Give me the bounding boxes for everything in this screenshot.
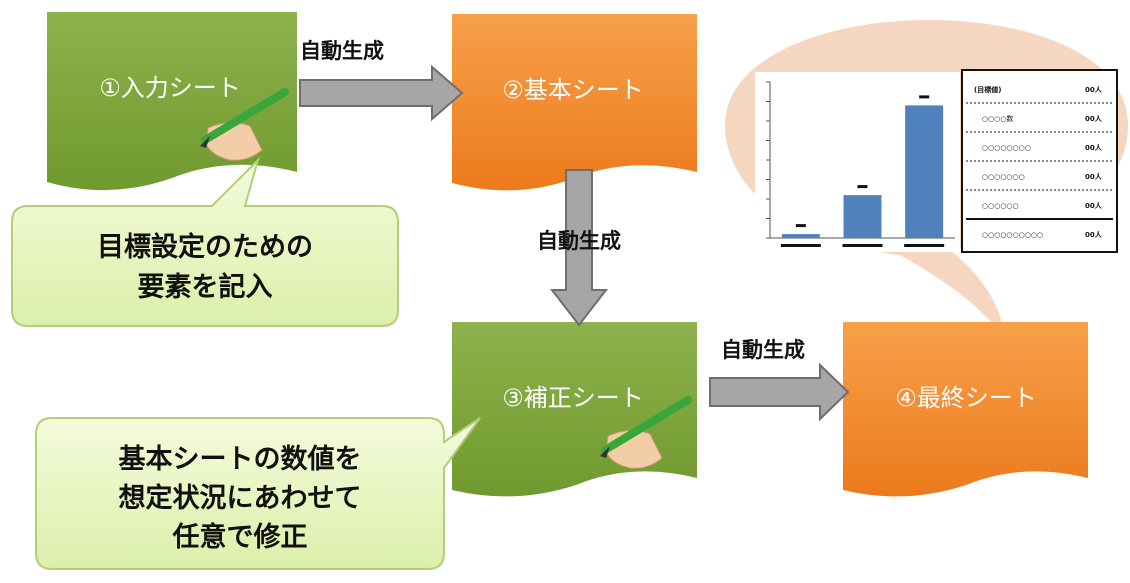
table-row-value: 00人	[1085, 114, 1103, 123]
arrow-correction-to-final: 自動生成	[709, 338, 850, 422]
basic-sheet-label: ②基本シート	[502, 76, 644, 104]
table-row-value: 00人	[1085, 85, 1103, 94]
chart-category-label	[842, 244, 883, 247]
table-row-label: ○○○○○○○○	[982, 144, 1031, 152]
arrow-label-auto-generate: 自動生成	[300, 39, 384, 63]
pencil-hand-icon	[600, 396, 692, 469]
chart-bar	[843, 195, 882, 238]
chart-data-label	[857, 185, 868, 189]
table-row-value: 00人	[1085, 172, 1103, 181]
basic-sheet: ②基本シート	[452, 14, 697, 191]
arrow-input-to-basic: 自動生成	[299, 39, 464, 122]
table-row-label: ○○○○数	[982, 114, 1013, 123]
pencil-hand-icon	[200, 88, 289, 161]
table-row-value: 00人	[1085, 143, 1103, 152]
preview-bar-chart	[755, 72, 960, 252]
table-row-value: 00人	[1085, 201, 1103, 210]
arrow-label-auto-generate: 自動生成	[537, 229, 621, 253]
chart-bar	[781, 234, 820, 238]
correction-sheet: ③補正シート	[452, 322, 697, 497]
preview-table: (目標値) 00人 ○○○○数 00人 ○○○○○○○○ 00人 ○○○○○○○ 00人 ○○○…	[961, 69, 1118, 253]
table-row-label: ○○○○○○○	[982, 173, 1025, 181]
chart-data-label	[919, 95, 930, 99]
table-row-label: ○○○○○○	[982, 202, 1019, 210]
arrow-label-auto-generate: 自動生成	[721, 338, 805, 362]
input-note-line-2: 要素を記入	[138, 271, 273, 303]
input-note-callout: 目標設定のための 要素を記入	[11, 156, 399, 327]
final-sheet-label: ④最終シート	[895, 384, 1037, 412]
table-row-label: (目標値)	[974, 85, 1001, 94]
correction-sheet-label: ③補正シート	[502, 384, 644, 412]
correction-note-line-1: 基本シートの数値を	[119, 444, 362, 475]
input-sheet: ①入力シート	[47, 12, 297, 191]
correction-note-line-2: 想定状況にあわせて	[119, 482, 362, 514]
table-row-label: ○○○○○○○○○○	[982, 231, 1043, 239]
chart-category-label	[904, 244, 945, 247]
correction-note-callout: 基本シートの数値を 想定状況にあわせて 任意で修正	[35, 417, 481, 570]
chart-bar	[905, 105, 944, 239]
final-sheet: ④最終シート	[843, 322, 1088, 497]
correction-note-line-3: 任意で修正	[172, 521, 308, 553]
chart-data-label	[795, 224, 806, 228]
input-note-line-1: 目標設定のための	[97, 231, 313, 263]
table-row-value: 00人	[1085, 230, 1103, 239]
chart-category-label	[780, 244, 821, 247]
input-sheet-label: ①入力シート	[99, 74, 241, 102]
arrow-basic-to-correction: 自動生成	[537, 169, 621, 327]
